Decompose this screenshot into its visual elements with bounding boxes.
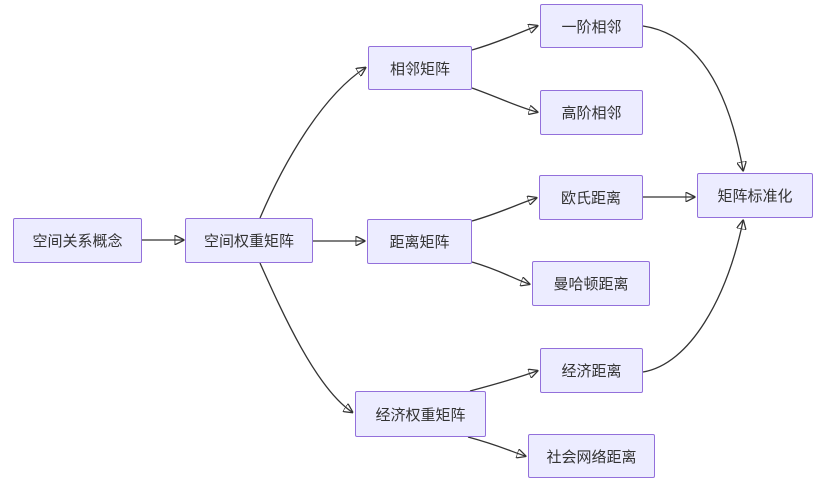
node-adjacency-matrix: 相邻矩阵 [368, 46, 472, 90]
node-distance-matrix: 距离矩阵 [367, 219, 472, 264]
node-high-order-adjacency: 高阶相邻 [540, 90, 643, 135]
edge-distance-to-manhattan [471, 261, 529, 284]
node-social-network-distance: 社会网络距离 [528, 434, 655, 478]
node-spatial-weight-matrix: 空间权重矩阵 [185, 218, 313, 263]
edge-adjacency-to-first [471, 26, 537, 51]
edge-economic-to-social [467, 436, 525, 456]
edge-first-to-normalization [642, 25, 743, 170]
edge-adjacency-to-high [471, 87, 537, 112]
node-spatial-concept: 空间关系概念 [13, 218, 142, 263]
node-manhattan-distance: 曼哈顿距离 [532, 261, 650, 306]
edge-weight-to-adjacency [259, 68, 365, 219]
node-economic-distance: 经济距离 [540, 348, 643, 393]
node-first-order-adjacency: 一阶相邻 [540, 4, 643, 48]
edge-distance-to-euclid [471, 198, 536, 222]
edge-economic-to-econdist [469, 371, 537, 392]
edge-weight-to-economic [259, 262, 352, 412]
node-economic-weight-matrix: 经济权重矩阵 [355, 391, 486, 437]
node-matrix-normalization: 矩阵标准化 [697, 173, 813, 218]
edge-econdist-to-normalization [642, 221, 743, 373]
node-euclidean-distance: 欧氏距离 [539, 175, 643, 220]
